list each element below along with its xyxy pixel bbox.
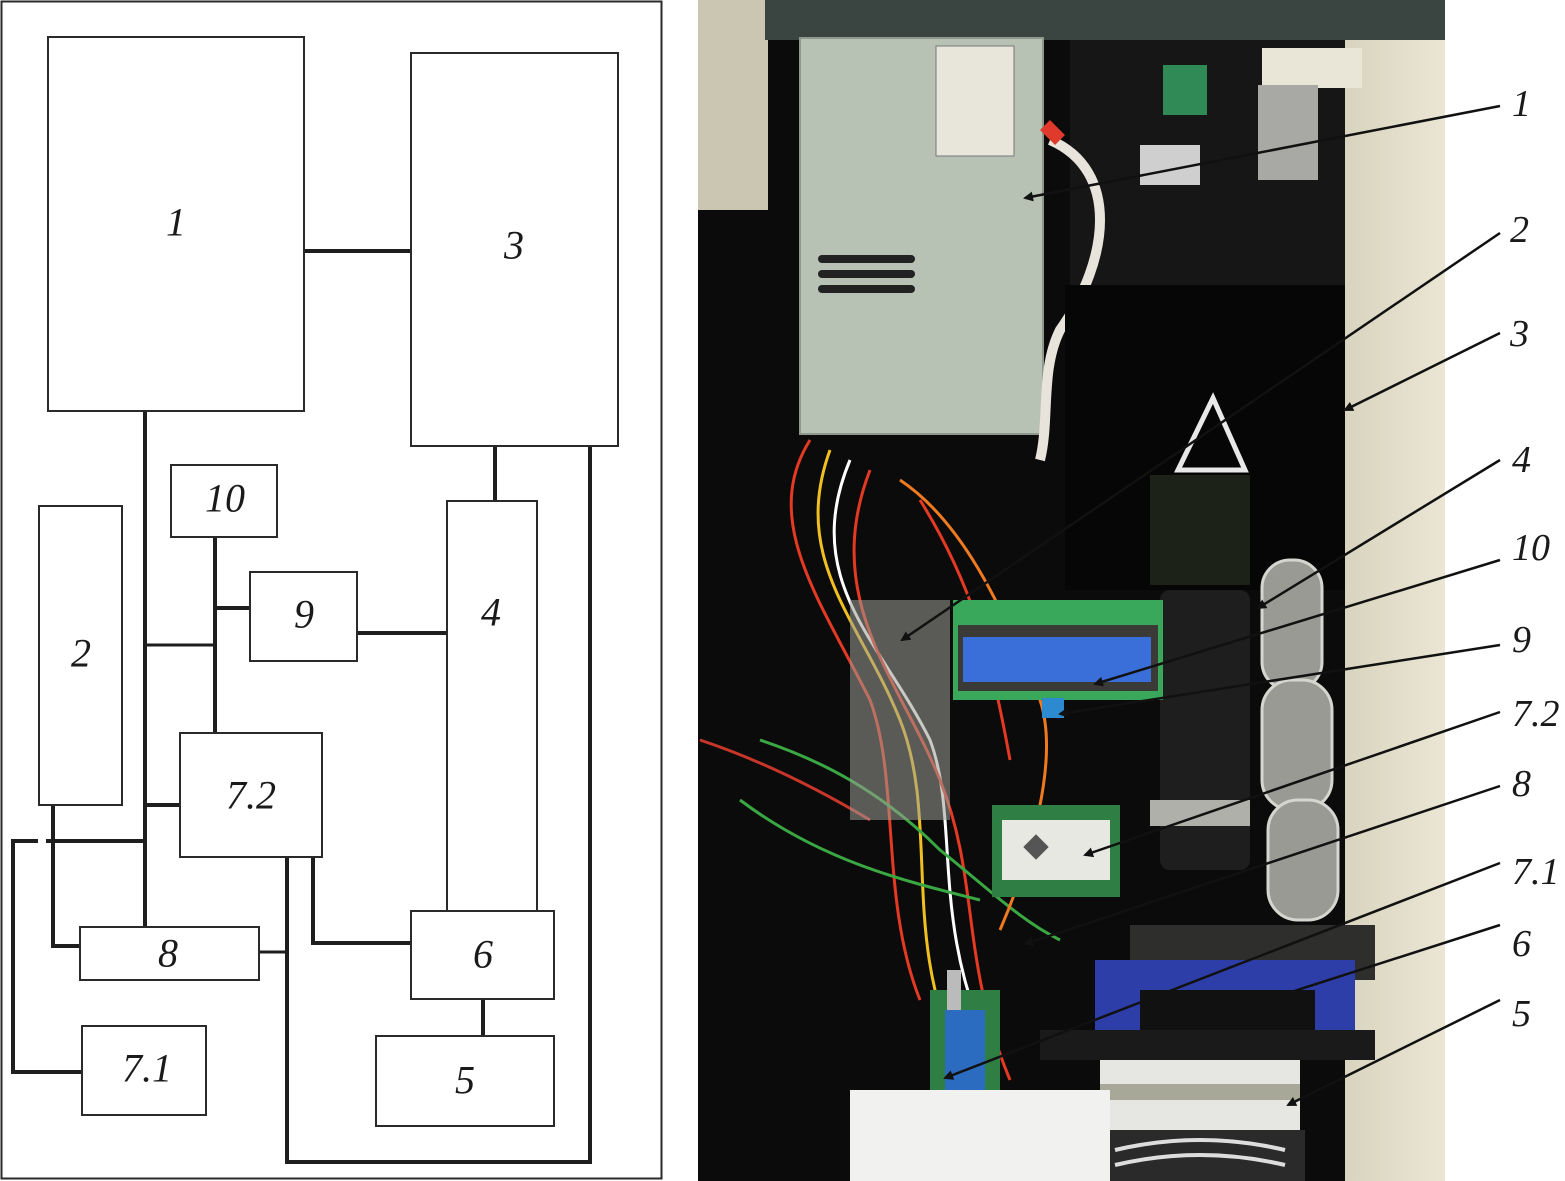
warning-sign: [1174, 392, 1249, 473]
block-label-7-1: 7.1: [122, 1046, 172, 1091]
callout-label-1: 1: [1512, 83, 1531, 125]
wire-2-8: [51, 803, 82, 948]
block-label-4: 4: [481, 590, 501, 635]
callout-label-9: 9: [1512, 619, 1531, 661]
block-6: [410, 910, 555, 1000]
block-1: [47, 36, 305, 412]
block-label-5: 5: [455, 1058, 475, 1103]
block-10: [170, 464, 278, 538]
callout-line-3: [1343, 331, 1501, 412]
block-label-9: 9: [294, 592, 314, 637]
device-photo: 1 2 3 4 10 9 7.2 8 7.1 6 5: [698, 0, 1560, 1181]
callout-line-4: [1256, 458, 1501, 610]
callout-line-5: [1286, 998, 1501, 1107]
block-label-8: 8: [158, 931, 178, 976]
base-plate: [1040, 1030, 1375, 1060]
red-cable-tip: [1040, 120, 1065, 145]
block-7-1: [81, 1025, 207, 1116]
metal-bracket: [1258, 85, 1318, 180]
heatsink-fan-5: [1095, 1060, 1305, 1181]
block-label-7-2: 7.2: [226, 773, 276, 818]
block-4: [446, 500, 538, 912]
callout-label-6: 6: [1512, 923, 1531, 965]
power-supply-unit: [799, 37, 1044, 435]
callout-line-2: [900, 231, 1501, 642]
black-tape-block: [1150, 475, 1250, 585]
callout-label-8: 8: [1512, 763, 1531, 805]
block-label-3: 3: [503, 223, 524, 268]
callout-line-10: [1093, 558, 1501, 687]
callout-label-3: 3: [1509, 313, 1529, 355]
block-3: [410, 52, 619, 447]
lcd-display: [953, 600, 1163, 700]
capacitors: [1260, 558, 1340, 922]
wall-right: [1345, 0, 1445, 1181]
wire-7.1-bus: [11, 839, 84, 1074]
small-pcb: [1163, 65, 1207, 115]
wire-7.2-6: [311, 855, 413, 945]
callout-label-4: 4: [1512, 439, 1531, 481]
callout-line-8: [1023, 784, 1501, 947]
callout-label-2: 2: [1510, 209, 1529, 251]
cylinder-tube: [1160, 590, 1250, 870]
callout-line-7-1: [943, 861, 1501, 1080]
block-label-1: 1: [166, 200, 186, 245]
block-9: [249, 571, 358, 662]
callout-line-1: [1023, 104, 1501, 202]
enclosure-top: [765, 0, 1445, 40]
white-base: [850, 1090, 1110, 1181]
callout-label-5: 5: [1512, 993, 1531, 1035]
block-5: [375, 1035, 555, 1127]
callout-line-9: [1058, 643, 1501, 718]
block-7-2: [179, 732, 323, 858]
block-label-2: 2: [71, 631, 91, 676]
callout-label-10: 10: [1512, 527, 1550, 569]
sticker-label: [1262, 48, 1362, 88]
controller-board-7-2: [992, 805, 1120, 897]
perforated-rail: [850, 600, 950, 820]
block-8: [79, 926, 260, 981]
wall-top-left: [698, 0, 768, 210]
block-label-10: 10: [205, 476, 245, 521]
block-2: [38, 505, 123, 806]
callout-label-7-1: 7.1: [1512, 851, 1560, 893]
callout-line-6: [1258, 923, 1501, 1005]
block-label-6: 6: [473, 932, 493, 977]
callout-label-7-2: 7.2: [1512, 693, 1560, 735]
block-diagram: 1 3 10 2 9 4 7.2 8 6 7.1 5: [0, 0, 663, 1180]
wire-3-return-loop: [285, 444, 592, 1164]
callout-line-7-2: [1083, 710, 1501, 858]
